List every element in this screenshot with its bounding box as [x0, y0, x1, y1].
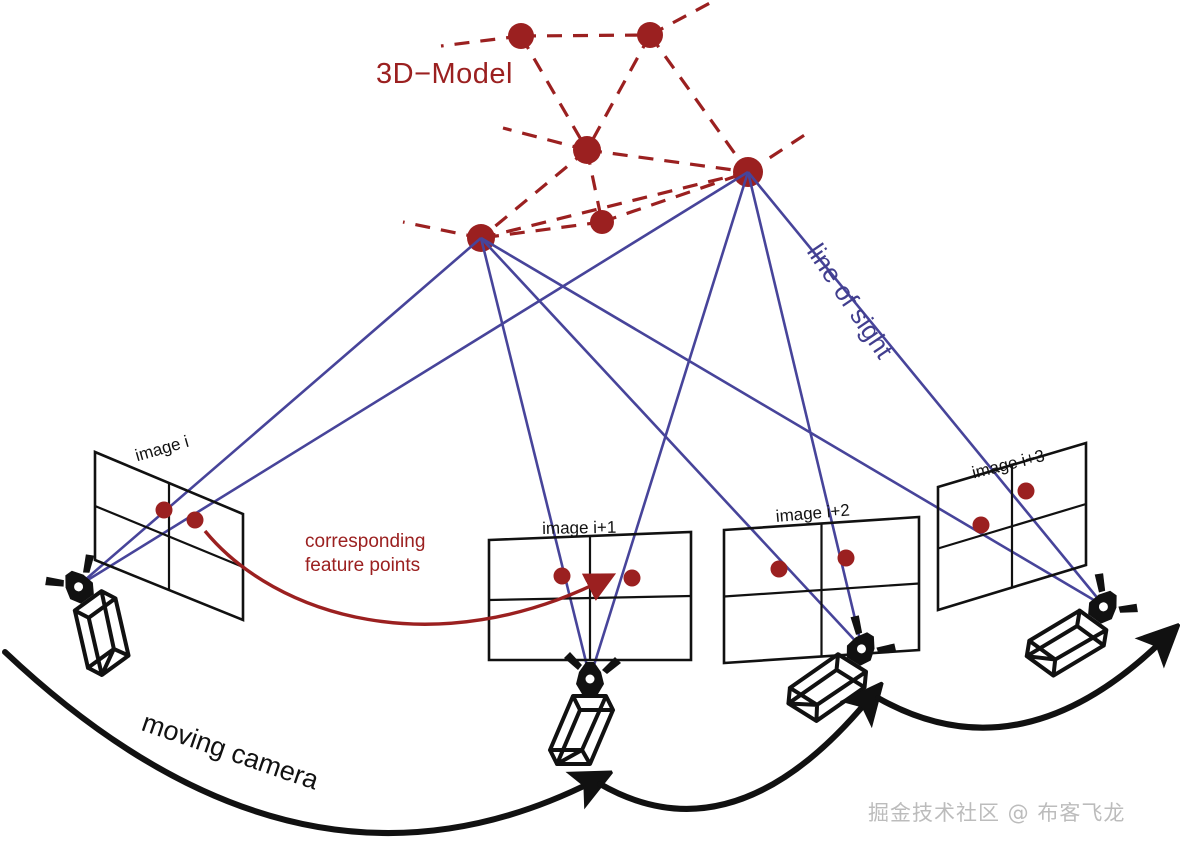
watermark-text: 掘金技术社区 @ 布客飞龙 [868, 801, 1126, 825]
feature-point [1017, 482, 1035, 500]
camera-body [1024, 573, 1138, 678]
line-of-sight-ray [77, 237, 482, 587]
image-plane-outline [722, 515, 921, 665]
image-plane-label-i1: image i+1 [542, 517, 617, 538]
moving-camera-trajectory [2, 640, 1163, 836]
camera-body [45, 554, 131, 677]
camera-box [72, 589, 131, 677]
line-of-sight-ray [479, 237, 592, 679]
feature-point [623, 569, 641, 587]
corresponding-line-2: feature points [305, 554, 421, 576]
camera-flash-arm [876, 643, 897, 654]
feature-point [837, 549, 855, 567]
trajectory-arc [597, 700, 868, 812]
model-edge [585, 34, 652, 151]
model-edge [519, 35, 589, 151]
camera-mount-arm [45, 576, 64, 587]
corresponding-line-1: corresponding [305, 531, 426, 552]
model-mesh-edges [479, 33, 750, 240]
camera-body [786, 615, 897, 723]
line-of-sight-ray [746, 171, 1106, 607]
model-node [637, 22, 663, 48]
camera-aperture [1098, 602, 1108, 612]
corresponding-feature-label: corresponding feature points [305, 530, 425, 578]
feature-point [770, 560, 788, 578]
model-edge [479, 148, 589, 240]
feature-point [553, 567, 571, 585]
model-node [573, 136, 601, 164]
model-edge [586, 148, 749, 174]
camera-box [548, 694, 615, 766]
trajectory-arc [2, 649, 592, 836]
camera-bodies [45, 554, 1138, 766]
image-plane-outline [936, 441, 1088, 612]
camera-mount-arm [850, 615, 863, 635]
image-plane-gridline [937, 502, 1087, 550]
model-edge [601, 170, 749, 224]
model-edge [520, 33, 651, 38]
feature-point [186, 511, 204, 529]
image-plane-gridline [723, 582, 920, 598]
line-of-sight-ray [77, 170, 749, 588]
trajectory-arc [875, 640, 1163, 731]
model-mesh-stubs [402, 1, 807, 240]
camera-mount-arm [1094, 573, 1106, 593]
feature-points [155, 482, 1035, 587]
camera-flash-arm [602, 657, 621, 674]
camera-box [1024, 608, 1109, 678]
camera-aperture [856, 644, 866, 654]
camera-flash-arm [1118, 603, 1138, 613]
camera-mount-arm [564, 652, 582, 670]
model-edge-stub [440, 34, 522, 48]
line-of-sight-ray [480, 237, 863, 649]
line-of-sight-ray [480, 236, 1105, 608]
camera-aperture [74, 582, 84, 592]
camera-aperture [585, 674, 595, 684]
model-title-label: 3D−Model [376, 58, 513, 90]
model-node [508, 23, 534, 49]
model-node [590, 210, 614, 234]
model-edge [480, 220, 603, 240]
feature-point [155, 501, 173, 519]
model-edge-stub [502, 126, 588, 152]
line-of-sight-ray [588, 171, 750, 679]
correspondence-arrow [203, 529, 617, 626]
model-edge [480, 170, 749, 240]
model-edge [648, 34, 750, 173]
feature-point [972, 516, 990, 534]
camera-body [548, 652, 621, 766]
image-plane-outline [93, 450, 245, 622]
camera-flash-arm [83, 554, 95, 573]
image-plane-gridline [94, 504, 244, 569]
image-planes [93, 441, 1088, 665]
line-of-sight-ray [746, 171, 864, 649]
